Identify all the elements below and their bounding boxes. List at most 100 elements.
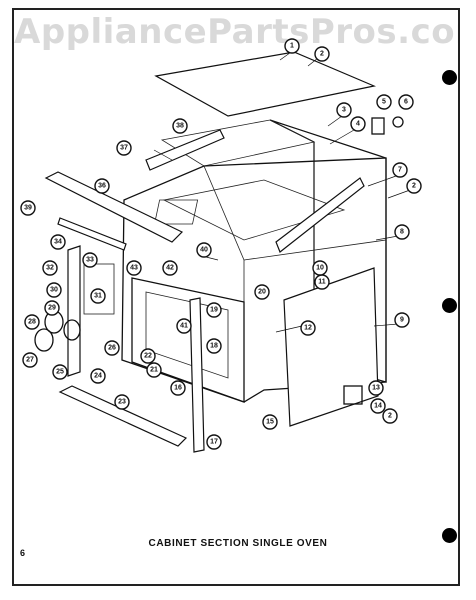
leader-lines (153, 49, 411, 333)
callout-2b: 2 (406, 178, 422, 194)
svg-text:13: 13 (372, 385, 380, 392)
exploded-parts-drawing: 1 2 3 4 5 6 7 2 8 37 38 36 39 34 33 32 3… (20, 38, 422, 453)
diagram-caption: CABINET SECTION SINGLE OVEN (148, 538, 328, 549)
bracket-5 (371, 117, 385, 135)
svg-text:41: 41 (180, 323, 188, 330)
binder-hole-bottom (442, 528, 457, 543)
svg-text:6: 6 (404, 99, 408, 106)
callout-19: 19 (206, 302, 222, 318)
callout-8: 8 (394, 224, 410, 240)
burner-box (154, 199, 199, 225)
page-number: 6 (20, 548, 26, 558)
svg-text:23: 23 (118, 399, 126, 406)
svg-text:5: 5 (382, 99, 386, 106)
callout-23: 23 (114, 394, 130, 410)
callout-18: 18 (206, 338, 222, 354)
svg-text:2: 2 (412, 183, 416, 190)
svg-text:36: 36 (98, 183, 106, 190)
svg-text:14: 14 (374, 403, 382, 410)
callout-40: 40 (196, 242, 212, 258)
front-rail (44, 171, 184, 243)
binder-hole-middle (442, 298, 457, 313)
callout-17: 17 (206, 434, 222, 450)
cabinet-edge (243, 239, 387, 261)
callout-1: 1 (284, 38, 300, 54)
callout-12: 12 (300, 320, 316, 336)
svg-text:26: 26 (108, 345, 116, 352)
svg-text:42: 42 (166, 265, 174, 272)
callout-7: 7 (392, 162, 408, 178)
knob-3 (34, 328, 54, 352)
callout-43: 43 (126, 260, 142, 276)
callout-5: 5 (376, 94, 392, 110)
callout-30: 30 (46, 282, 62, 298)
callout-31: 31 (90, 288, 106, 304)
clip-13 (343, 385, 363, 405)
callout-4: 4 (350, 116, 366, 132)
callout-27: 27 (22, 352, 38, 368)
callout-16: 16 (170, 380, 186, 396)
pulley-6 (392, 116, 404, 128)
valve-bracket (83, 263, 115, 315)
watermark: AppliancePartsPros.com (14, 12, 460, 52)
svg-text:11: 11 (318, 279, 326, 286)
svg-text:10: 10 (316, 265, 324, 272)
callout-21: 21 (146, 362, 162, 378)
svg-text:17: 17 (210, 439, 218, 446)
svg-text:2: 2 (388, 413, 392, 420)
callout-42: 42 (162, 260, 178, 276)
left-front-frame (67, 245, 81, 377)
svg-text:39: 39 (24, 205, 32, 212)
callout-24: 24 (90, 368, 106, 384)
callout-6: 6 (398, 94, 414, 110)
callout-10: 10 (312, 260, 328, 276)
svg-text:3: 3 (342, 107, 346, 114)
svg-text:18: 18 (210, 343, 218, 350)
svg-text:43: 43 (130, 265, 138, 272)
top-panel (154, 51, 377, 117)
callout-33: 33 (82, 252, 98, 268)
diagram-sheet: AppliancePartsPros.com (12, 8, 460, 586)
callout-11: 11 (314, 274, 330, 290)
svg-text:19: 19 (210, 307, 218, 314)
burner-support (162, 179, 346, 241)
callout-28: 28 (24, 314, 40, 330)
knob-2 (63, 319, 81, 341)
svg-text:31: 31 (94, 293, 102, 300)
callout-34: 34 (50, 234, 66, 250)
svg-text:34: 34 (54, 239, 62, 246)
svg-text:22: 22 (144, 353, 152, 360)
side-brace-right (275, 177, 365, 253)
svg-text:15: 15 (266, 419, 274, 426)
callout-25: 25 (52, 364, 68, 380)
svg-text:40: 40 (200, 247, 208, 254)
svg-text:9: 9 (400, 317, 404, 324)
callout-22: 22 (140, 348, 156, 364)
svg-text:21: 21 (150, 367, 158, 374)
svg-text:28: 28 (28, 319, 36, 326)
svg-text:29: 29 (48, 305, 56, 312)
svg-text:4: 4 (356, 121, 360, 128)
side-brace-left (145, 129, 225, 171)
callout-37: 37 (116, 140, 132, 156)
side-panel (283, 267, 379, 427)
control-strip (57, 217, 127, 251)
callout-41: 41 (176, 318, 192, 334)
svg-text:30: 30 (50, 287, 58, 294)
callout-20: 20 (254, 284, 270, 300)
callout-36: 36 (94, 178, 110, 194)
svg-text:7: 7 (398, 167, 402, 174)
svg-text:38: 38 (176, 123, 184, 130)
svg-text:33: 33 (86, 257, 94, 264)
callout-39: 39 (20, 200, 36, 216)
callout-26: 26 (104, 340, 120, 356)
svg-text:2: 2 (320, 51, 324, 58)
oven-front-frame (131, 277, 245, 403)
svg-text:16: 16 (174, 385, 182, 392)
svg-text:32: 32 (46, 265, 54, 272)
callout-29: 29 (44, 300, 60, 316)
svg-text:37: 37 (120, 145, 128, 152)
cabinet-back-wall (160, 119, 316, 167)
cabinet-edge (203, 165, 245, 261)
svg-text:20: 20 (258, 289, 266, 296)
